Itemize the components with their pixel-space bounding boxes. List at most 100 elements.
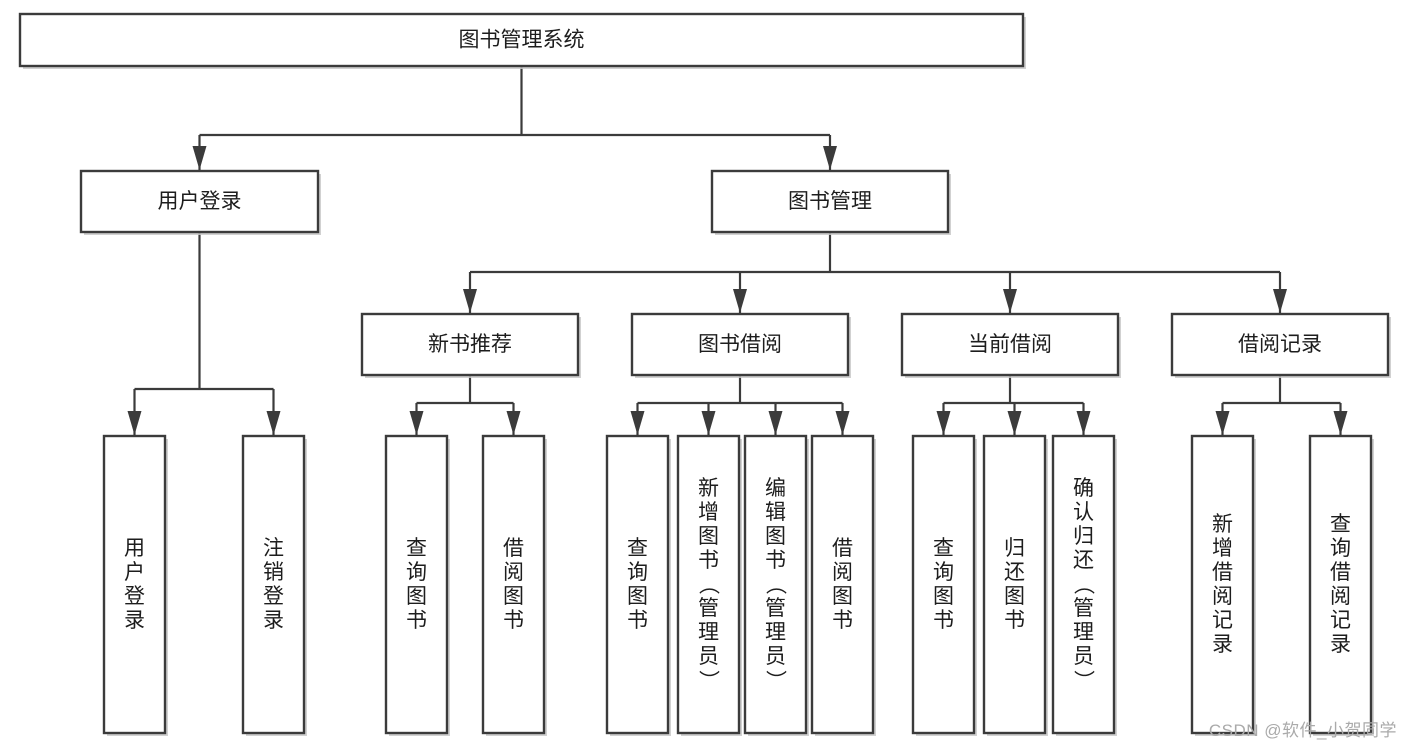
node-label-char: 还	[1073, 549, 1094, 572]
node-label-char: 询	[627, 561, 648, 584]
node-label: 图书管理	[788, 190, 872, 213]
node-label-char: 归	[1073, 525, 1094, 548]
node-label-char: 图	[406, 585, 427, 608]
node-label-char: 理	[765, 621, 786, 644]
node-label-char: 还	[1004, 561, 1025, 584]
node-label-char: 书	[503, 609, 524, 632]
node-label-char: 理	[1073, 621, 1094, 644]
node-label-char: 员	[698, 645, 719, 668]
node-label: 图书管理系统	[459, 29, 585, 52]
node-label-char: 图	[503, 585, 524, 608]
node-label-char: ）	[764, 670, 787, 691]
arrow-head-icon	[192, 146, 207, 170]
arrow-head-icon	[733, 289, 747, 313]
node-label-char: 借	[1330, 561, 1351, 584]
node-current-borrow[interactable]: 当前借阅	[900, 312, 1121, 378]
node-label-char: 查	[933, 537, 954, 560]
node-label-char: 录	[263, 609, 284, 632]
node-label-char: 编	[765, 477, 786, 500]
node-root[interactable]: 图书管理系统	[18, 12, 1026, 69]
node-label-char: 录	[124, 609, 145, 632]
node-label-char: 认	[1073, 501, 1094, 524]
arrow-head-icon	[127, 411, 142, 435]
node-label-char: 管	[698, 597, 719, 620]
node-label-char: 录	[1212, 633, 1233, 656]
node-label-char: 查	[1330, 513, 1351, 536]
arrow-head-icon	[506, 411, 521, 435]
node-label-char: 管	[765, 597, 786, 620]
node-label-char: 登	[124, 585, 145, 608]
node-label-char: 注	[263, 537, 284, 560]
node-label-char: 新	[1212, 513, 1233, 536]
node-label-char: 书	[832, 609, 853, 632]
node-label-char: 借	[503, 537, 524, 560]
node-label-char: 书	[406, 609, 427, 632]
node-borrow-record[interactable]: 借阅记录	[1170, 312, 1391, 378]
node-label: 用户登录	[158, 190, 242, 213]
node-label-char: 销	[263, 561, 284, 584]
node-book-management[interactable]: 图书管理	[710, 169, 951, 235]
node-label: 新书推荐	[428, 333, 512, 356]
arrow-head-icon	[768, 411, 783, 435]
node-label-char: 书	[698, 549, 719, 572]
node-leaf-user-login[interactable]: 用户登录	[102, 434, 168, 736]
node-label-char: 录	[1330, 633, 1351, 656]
node-label-char: 询	[406, 561, 427, 584]
connector-lines	[127, 66, 1348, 435]
node-label-char: ）	[1072, 670, 1095, 691]
arrow-head-icon	[823, 146, 837, 170]
node-new-book-recommend[interactable]: 新书推荐	[360, 312, 581, 378]
node-label-char: 新	[698, 477, 719, 500]
node-label: 图书借阅	[698, 333, 782, 356]
arrow-head-icon	[630, 411, 645, 435]
node-user-login[interactable]: 用户登录	[79, 169, 321, 235]
node-label-char: 辑	[765, 501, 786, 524]
node-label-char: 书	[765, 549, 786, 572]
node-label-char: 增	[1212, 537, 1233, 560]
node-label-char: （	[764, 574, 787, 595]
node-label-char: 借	[832, 537, 853, 560]
node-label-char: 户	[124, 561, 145, 584]
node-label-char: 确	[1073, 477, 1094, 500]
node-label-char: 阅	[1330, 585, 1351, 608]
node-label-char: 借	[1212, 561, 1233, 584]
node-label-char: 询	[1330, 537, 1351, 560]
node-label-char: 阅	[503, 561, 524, 584]
node-label-char: 图	[832, 585, 853, 608]
node-label-char: 图	[765, 525, 786, 548]
node-label-char: 图	[627, 585, 648, 608]
node-book-borrow[interactable]: 图书借阅	[630, 312, 851, 378]
node-label-char: 管	[1073, 597, 1094, 620]
node-label: 借阅记录	[1238, 333, 1322, 356]
node-label-char: 阅	[1212, 585, 1233, 608]
arrow-head-icon	[1003, 289, 1017, 313]
node-label-char: 增	[698, 501, 719, 524]
arrow-head-icon	[463, 289, 477, 313]
node-label-char: 登	[263, 585, 284, 608]
arrow-head-icon	[266, 411, 281, 435]
node-label-char: 图	[933, 585, 954, 608]
arrow-head-icon	[936, 411, 951, 435]
node-label-char: （	[1072, 574, 1095, 595]
node-label-char: 图	[698, 525, 719, 548]
arrow-head-icon	[1333, 411, 1348, 435]
node-label-char: ）	[697, 670, 720, 691]
node-label-char: 记	[1212, 609, 1233, 632]
node-label-char: 查	[406, 537, 427, 560]
node-label-char: 书	[1004, 609, 1025, 632]
node-boxes: 图书管理系统用户登录图书管理新书推荐图书借阅当前借阅借阅记录用户登录注销登录查询…	[18, 12, 1391, 736]
